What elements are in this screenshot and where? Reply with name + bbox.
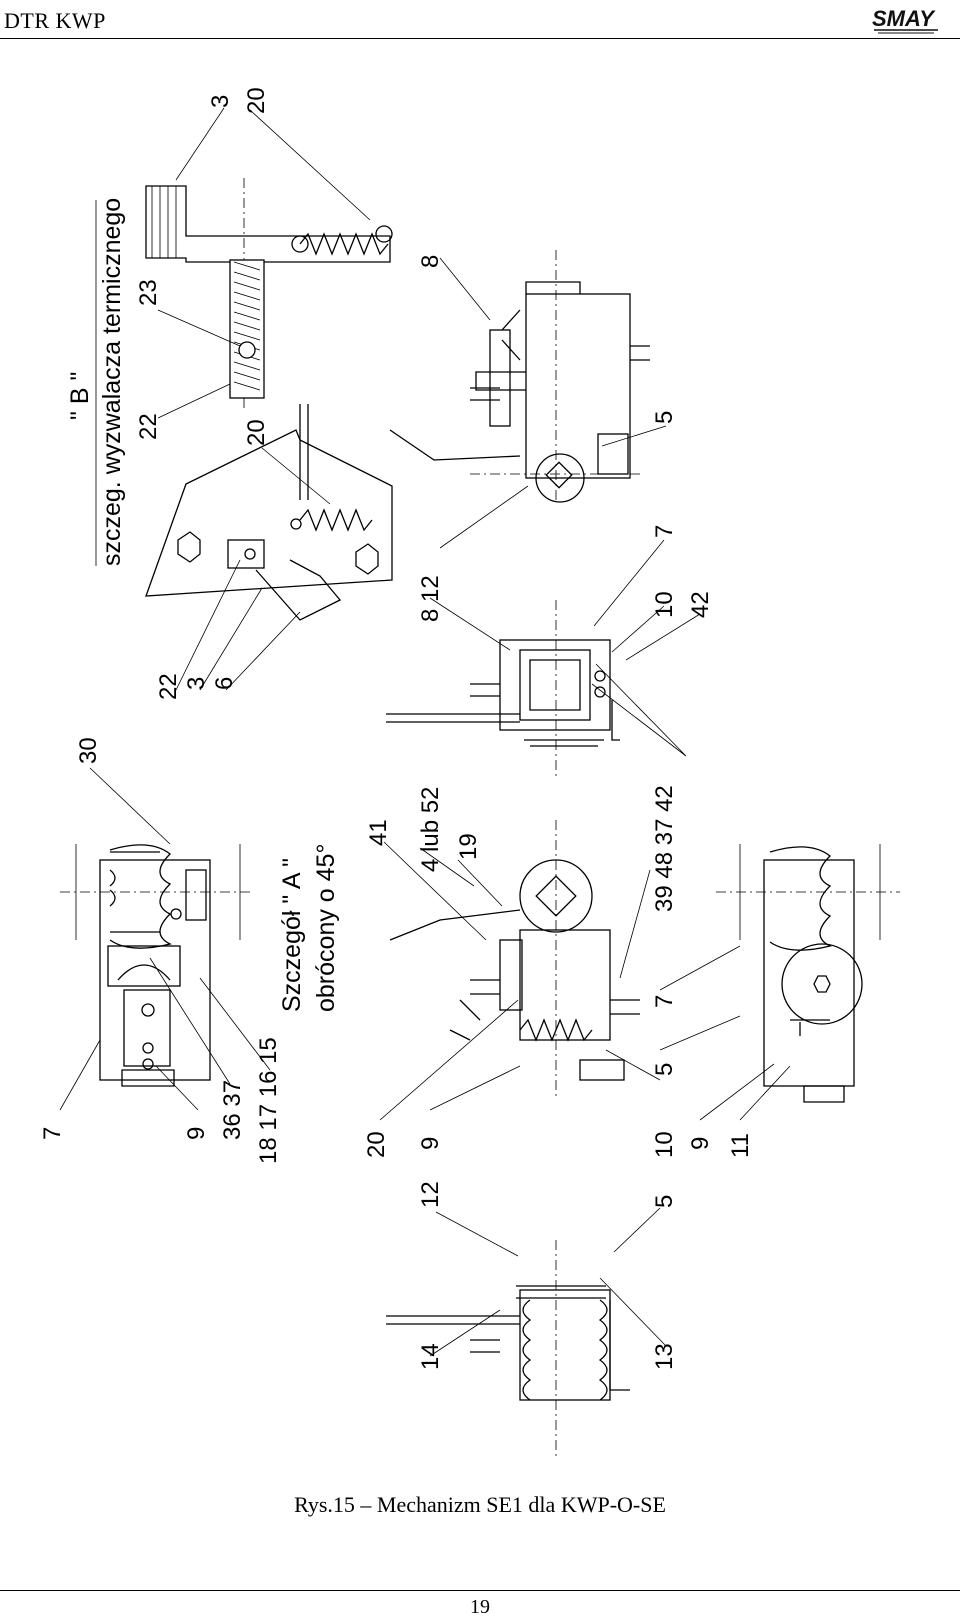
view-b-subtitle: szczeg. wyzwalacza termicznego	[98, 198, 126, 566]
figure-caption: Rys.15 – Mechanizm SE1 dla KWP-O-SE	[294, 1492, 666, 1517]
side-view-right-drawing	[716, 844, 900, 1103]
label-39-48-37-42: 39 48 37 42	[651, 785, 678, 912]
label-9-a: 9	[183, 1127, 210, 1140]
leader-lines	[59, 107, 791, 1357]
label-8-top: 8	[417, 255, 444, 268]
side-view-lower-drawing	[389, 820, 640, 1100]
technical-drawing-svg: 3 20 23 22 20 22 3 6 30 8 5 8 12 7 10 42…	[39, 87, 900, 1460]
label-42-mid: 42	[687, 591, 714, 618]
label-41: 41	[365, 819, 392, 846]
label-3-left: 3	[183, 677, 210, 690]
label-13: 13	[651, 1343, 678, 1370]
label-5-d: 5	[651, 1063, 678, 1076]
side-view-top-drawing	[389, 250, 650, 503]
label-10-mid: 10	[651, 591, 678, 618]
label-20-c: 20	[363, 1131, 390, 1158]
bottom-view-drawing	[386, 1240, 630, 1460]
label-19: 19	[455, 833, 482, 860]
label-23: 23	[135, 279, 162, 306]
view-a-drawing	[60, 844, 250, 1087]
label-7-d: 7	[651, 995, 678, 1008]
view-b-title: " B "	[66, 372, 94, 420]
view-a-subtitle: obrócony o 45°	[312, 844, 340, 1012]
label-30: 30	[75, 737, 102, 764]
label-7-a: 7	[39, 1127, 66, 1140]
label-9-c: 9	[417, 1137, 444, 1150]
label-8-12: 8 12	[417, 575, 444, 622]
label-14: 14	[417, 1343, 444, 1370]
label-20-top: 20	[243, 87, 270, 114]
document-title: DTR KWP	[4, 8, 106, 33]
mechanism-drawing: 3 20 23 22 20 22 3 6 30 8 5 8 12 7 10 42…	[0, 40, 960, 1490]
view-b-drawing	[145, 178, 393, 412]
label-6: 6	[211, 677, 238, 690]
label-22-left: 22	[155, 673, 182, 700]
footer-divider	[0, 1590, 960, 1591]
label-4-lub-52: 4 lub 52	[417, 787, 444, 872]
view-b-lever-drawing	[145, 404, 393, 621]
label-12-e: 12	[417, 1181, 444, 1208]
label-11: 11	[727, 1133, 754, 1158]
label-5-top: 5	[651, 411, 678, 424]
page-header: DTR KWP SMAY	[0, 0, 960, 39]
label-9-d: 9	[687, 1137, 714, 1150]
label-5-e: 5	[651, 1195, 678, 1208]
label-10-d: 10	[651, 1131, 678, 1158]
company-logo: SMAY	[872, 6, 938, 34]
label-20-b: 20	[243, 419, 270, 446]
side-view-middle-drawing	[386, 600, 620, 780]
label-18-17-16-15: 18 17 16 15	[255, 1037, 282, 1164]
page-number: 19	[470, 1596, 490, 1618]
label-36-37: 36 37	[219, 1080, 246, 1140]
svg-text:SMAY: SMAY	[872, 6, 936, 31]
label-7-mid: 7	[651, 525, 678, 538]
label-22-b: 22	[135, 413, 162, 440]
view-a-title: Szczegół " A "	[278, 858, 306, 1012]
label-3-top: 3	[207, 95, 234, 108]
